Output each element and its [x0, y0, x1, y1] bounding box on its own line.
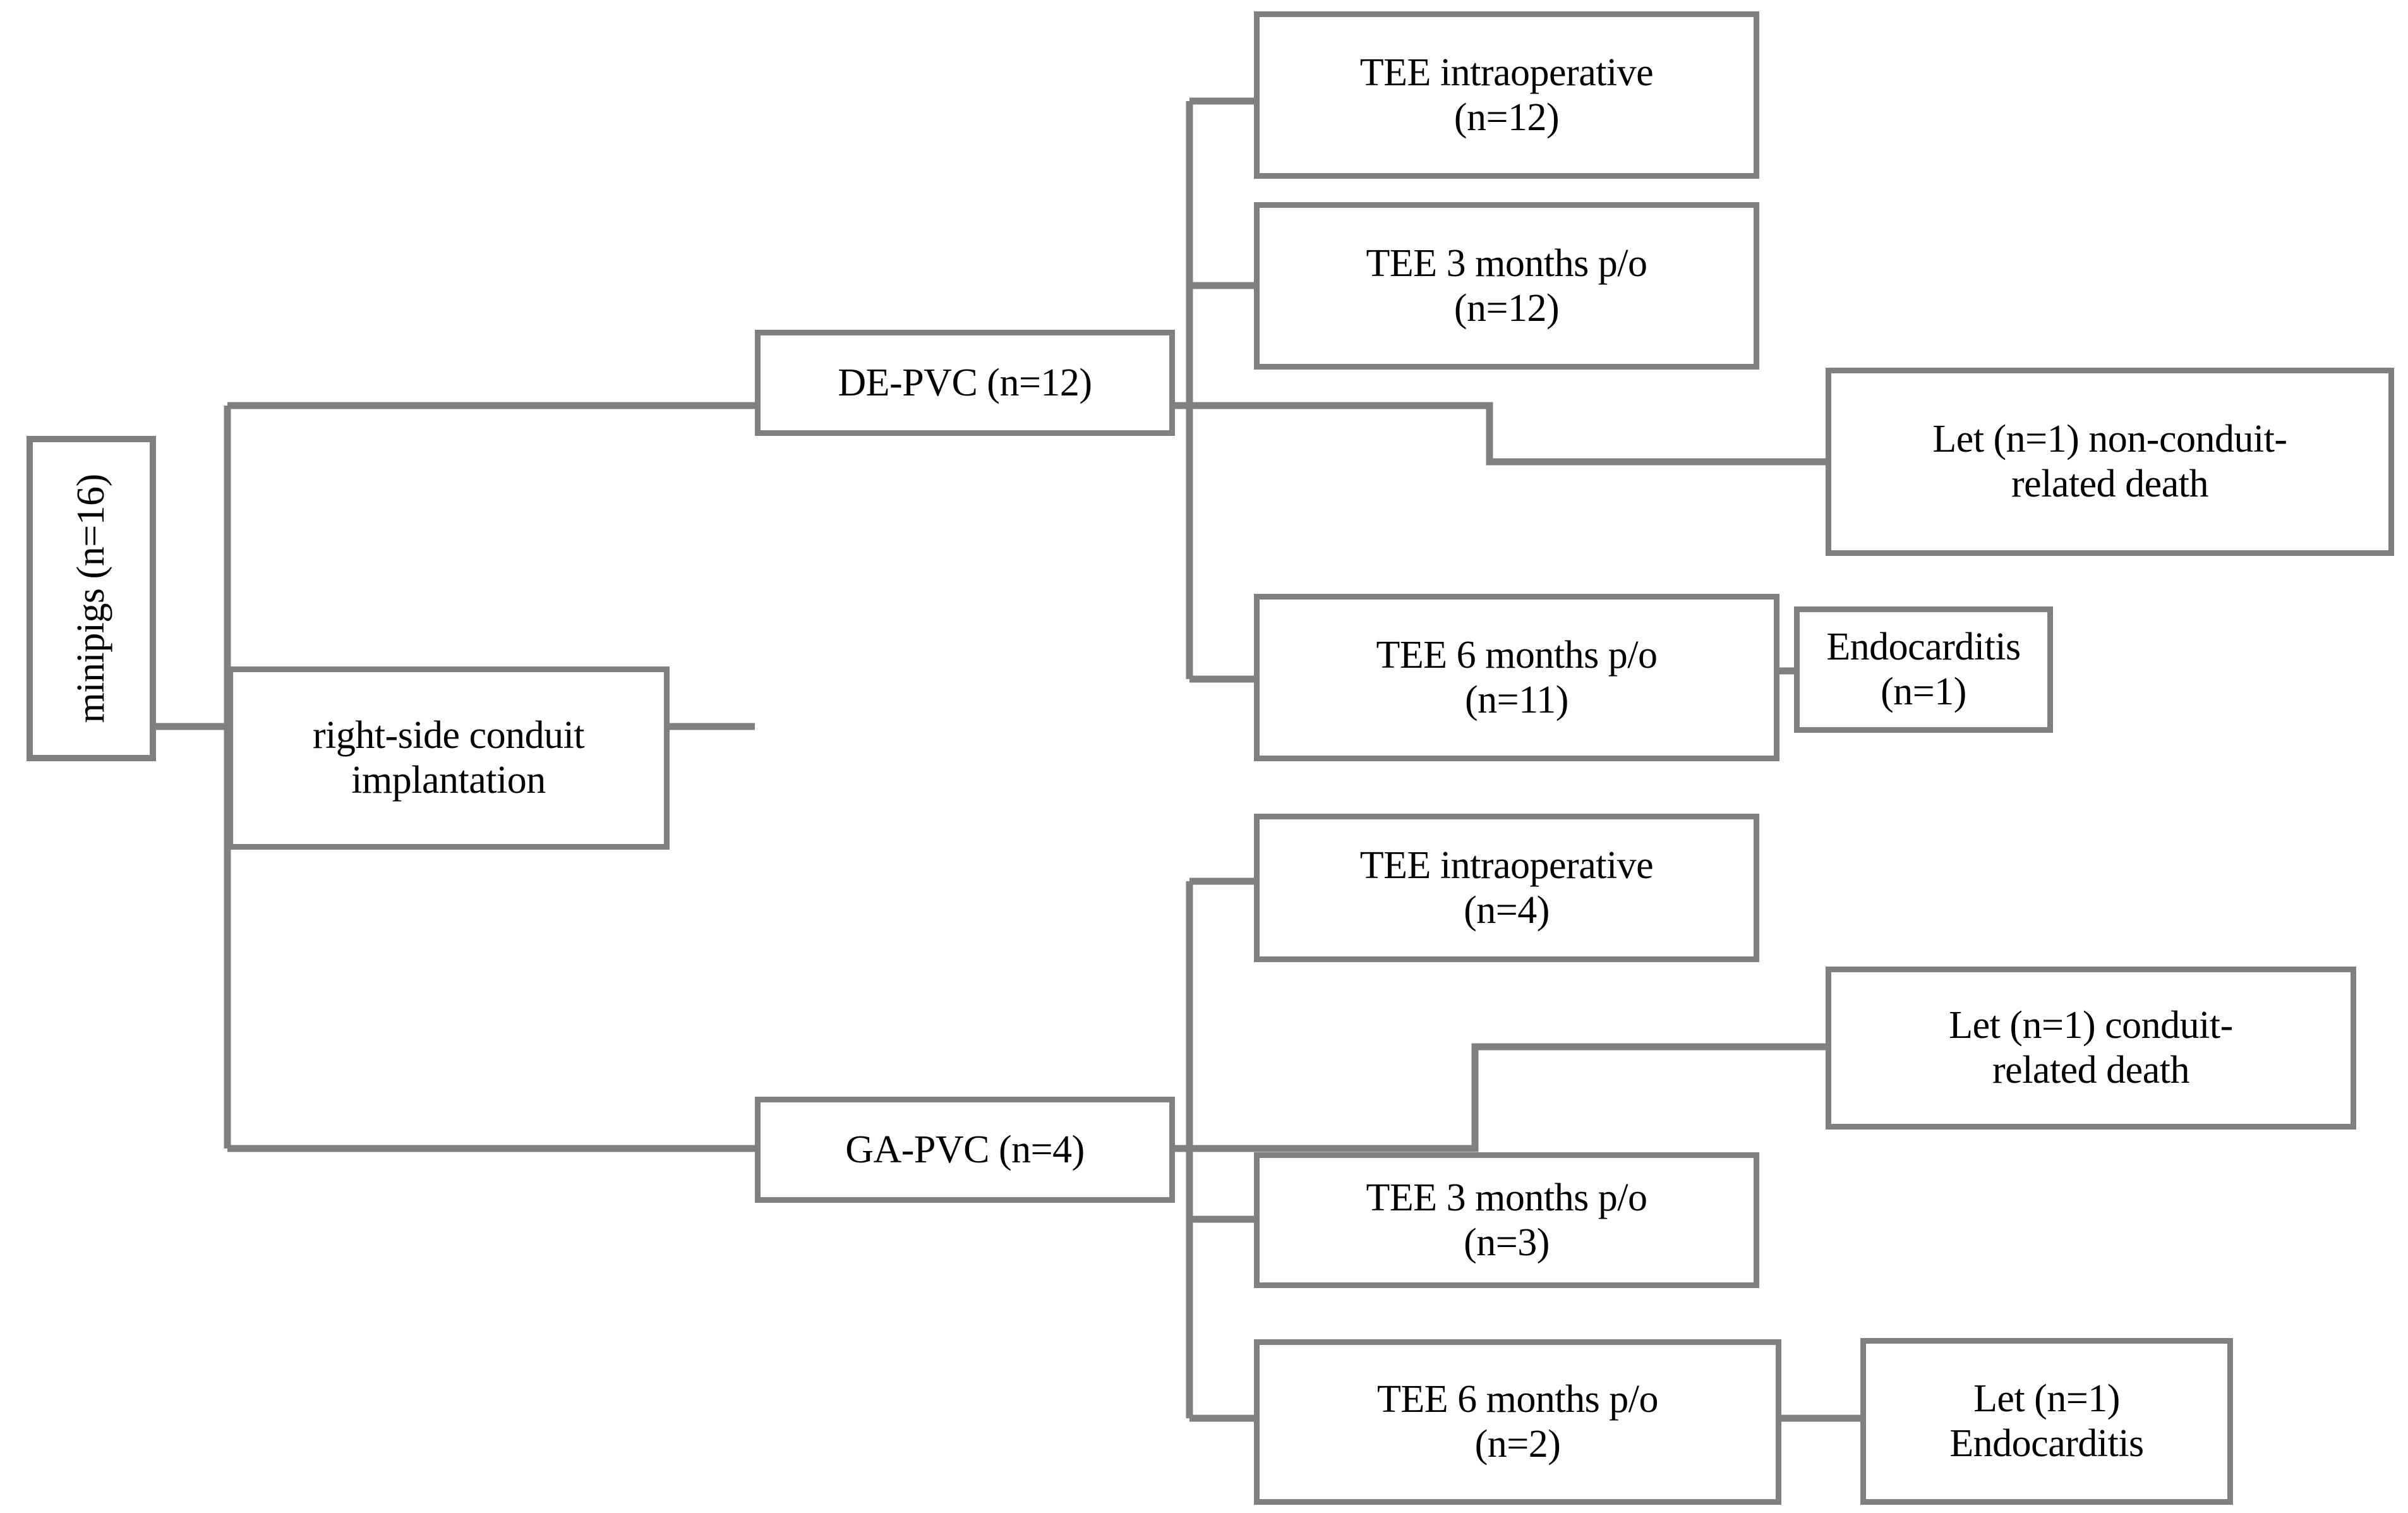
node-de-let-non-conduit-related-death-label: Let (n=1) non-conduit- related death	[1932, 418, 2287, 505]
node-ga-pvc[interactable]: GA-PVC (n=4)	[755, 1097, 1175, 1203]
node-implantation-label: right-side conduit implantation	[312, 714, 585, 802]
node-ga-tee-3-months[interactable]: TEE 3 months p/o (n=3)	[1254, 1152, 1759, 1288]
node-de-tee-6-months[interactable]: TEE 6 months p/o (n=11)	[1254, 594, 1779, 761]
node-ga-tee-intraoperative-label: TEE intraoperative (n=4)	[1359, 843, 1654, 932]
node-ga-let-conduit-related-death-label: Let (n=1) conduit- related death	[1949, 1004, 2233, 1092]
node-ga-let-endocarditis-label: Let (n=1) Endocarditis	[1949, 1377, 2144, 1465]
node-ga-let-conduit-related-death[interactable]: Let (n=1) conduit- related death	[1826, 967, 2356, 1130]
node-minipigs[interactable]: minipigs (n=16)	[27, 436, 156, 761]
node-ga-tee-3-months-label: TEE 3 months p/o (n=3)	[1366, 1176, 1647, 1264]
node-de-endocarditis[interactable]: Endocarditis (n=1)	[1794, 606, 2053, 733]
node-de-tee-intraoperative[interactable]: TEE intraoperative (n=12)	[1254, 11, 1759, 179]
node-de-tee-intraoperative-label: TEE intraoperative (n=12)	[1359, 51, 1654, 139]
node-ga-pvc-label: GA-PVC (n=4)	[845, 1128, 1085, 1171]
node-de-endocarditis-label: Endocarditis (n=1)	[1826, 625, 2021, 713]
node-minipigs-label: minipigs (n=16)	[69, 474, 113, 723]
edge-de-to-let-noncond	[1189, 402, 1826, 466]
node-de-pvc-label: DE-PVC (n=12)	[838, 361, 1092, 404]
node-ga-tee-6-months[interactable]: TEE 6 months p/o (n=2)	[1254, 1339, 1781, 1505]
node-ga-tee-6-months-label: TEE 6 months p/o (n=2)	[1377, 1378, 1658, 1466]
node-right-side-conduit-implantation[interactable]: right-side conduit implantation	[227, 666, 670, 850]
node-de-let-non-conduit-related-death[interactable]: Let (n=1) non-conduit- related death	[1826, 368, 2394, 556]
node-de-tee-3-months-label: TEE 3 months p/o (n=12)	[1366, 241, 1647, 330]
node-ga-let-endocarditis[interactable]: Let (n=1) Endocarditis	[1860, 1338, 2233, 1505]
node-de-pvc[interactable]: DE-PVC (n=12)	[755, 330, 1175, 436]
node-de-tee-6-months-label: TEE 6 months p/o (n=11)	[1376, 633, 1658, 721]
node-ga-tee-intraoperative[interactable]: TEE intraoperative (n=4)	[1254, 814, 1759, 962]
node-de-tee-3-months[interactable]: TEE 3 months p/o (n=12)	[1254, 202, 1759, 370]
edge-ga-to-let-cond	[1189, 1043, 1826, 1152]
